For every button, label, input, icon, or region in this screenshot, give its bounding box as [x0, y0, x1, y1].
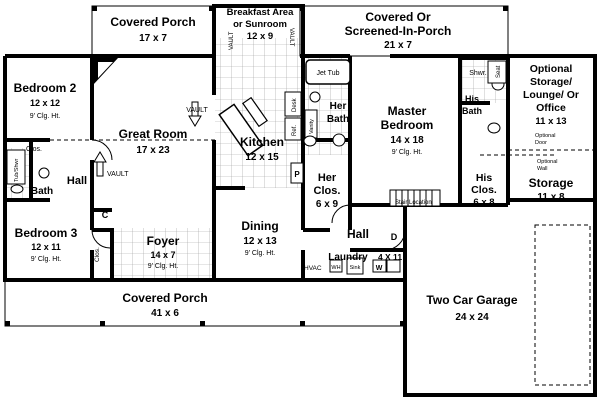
stair-location-label: Stair Location [395, 200, 432, 206]
covered-porch-top-dim: 17 x 7 [139, 33, 167, 44]
dining-name: Dining [241, 219, 278, 233]
bedroom3-dim: 12 x 11 [31, 242, 61, 252]
her-clos-name-line2: Clos. [314, 185, 341, 197]
his-bath-name-line2: Bath [462, 106, 482, 116]
optional-storage-line3: Lounge/ Or [523, 89, 579, 101]
his-clos-name-line2: Clos. [471, 184, 497, 196]
storage-name: Storage [529, 176, 574, 190]
master-bedroom-name-line2: Bedroom [381, 118, 434, 132]
laundry-dim: 4 X 11 [378, 252, 402, 262]
her-clos-name-line1: Her [318, 172, 337, 184]
kitchen-dim: 12 x 15 [245, 152, 279, 163]
great-room-name: Great Room [119, 127, 188, 141]
breakfast-vault-right: VAULT [288, 28, 294, 47]
foyer-name: Foyer [147, 234, 180, 248]
optional-storage-line2: Storage/ [530, 76, 572, 88]
linen-closet-label: C [102, 210, 109, 220]
garage-dim: 24 x 24 [455, 312, 489, 323]
seat-label: Seat [496, 65, 502, 78]
optional-storage-line4: Office [536, 102, 566, 114]
dryer-label: D [391, 232, 398, 242]
clos-left-label: Clos. [26, 146, 42, 153]
foyer-tile-floor [112, 228, 214, 278]
optional-door-line1: Optional [535, 133, 556, 139]
optional-storage-dim: 11 x 13 [535, 116, 566, 127]
his-bath-name-line1: His [465, 94, 479, 104]
master-bedroom-dim: 14 x 18 [390, 135, 424, 146]
dining-ceiling: 9' Clg. Ht. [245, 250, 276, 257]
covered-porch-bottom-dim: 41 x 6 [151, 308, 179, 319]
great-room-vault-lower: VAULT [107, 171, 129, 178]
bedroom2-dim: 12 x 12 [30, 98, 60, 108]
sink-label: Sink [350, 265, 361, 271]
great-room-dim: 17 x 23 [136, 145, 170, 156]
her-bath-name-line2: Bath [327, 114, 349, 125]
optional-wall-line2: Wall [537, 166, 548, 172]
kitchen-ref-label: Ref. [292, 125, 298, 136]
hall-center-name: Hall [347, 227, 369, 241]
covered-porch-top-name: Covered Porch [110, 15, 195, 29]
bedroom3-name: Bedroom 3 [15, 226, 78, 240]
optional-door-line2: Door [535, 140, 547, 146]
tub-shwr-label: Tub/Shwr [14, 158, 20, 182]
laundry-name: Laundry [328, 252, 368, 263]
hvac-label: HVAC [304, 265, 322, 272]
his-clos-dim: 6 x 8 [473, 197, 494, 208]
kitchen-pantry-label: P [294, 170, 300, 179]
garage-name: Two Car Garage [426, 293, 517, 307]
optional-storage-line1: Optional [530, 63, 573, 75]
screened-porch-dim: 21 x 7 [384, 40, 412, 51]
bedroom2-name: Bedroom 2 [14, 81, 77, 95]
screened-porch-name-line1: Covered Or [365, 10, 431, 24]
bath-name: Bath [31, 186, 53, 197]
shwr-label: Shwr. [469, 70, 487, 77]
kitchen-name: Kitchen [240, 135, 284, 149]
hall-left-name: Hall [67, 175, 87, 187]
storage-dim: 11 x 8 [537, 192, 565, 203]
his-clos-name-line1: His [476, 172, 493, 184]
optional-wall-line1: Optional [537, 159, 558, 165]
breakfast-dim: 12 x 9 [247, 31, 273, 42]
bedroom3-clos-label: Clos. [94, 247, 101, 262]
foyer-ceiling: 9' Clg. Ht. [148, 263, 179, 270]
her-bath-name-line1: Her [330, 101, 347, 112]
washer-label: W [376, 265, 383, 272]
vanity-label: Vanity [309, 119, 315, 134]
great-room-vault-upper: VAULT [186, 107, 208, 114]
her-clos-dim: 6 x 9 [316, 199, 339, 210]
master-bedroom-ceiling: 9' Clg. Ht. [392, 149, 423, 156]
foyer-dim: 14 x 7 [150, 250, 175, 260]
bedroom2-ceiling: 9' Clg. Ht. [30, 113, 61, 120]
dining-dim: 12 x 13 [243, 236, 277, 247]
fixtures [6, 58, 507, 275]
breakfast-name-line2: or Sunroom [233, 19, 287, 30]
master-bedroom-name-line1: Master [388, 104, 427, 118]
dashed-guides [50, 6, 595, 386]
breakfast-vault-left: VAULT [229, 31, 235, 50]
breakfast-name-line1: Breakfast Area [227, 7, 294, 18]
kitchen-desk-label: Desk [292, 97, 298, 112]
bedroom3-ceiling: 9' Clg. Ht. [31, 256, 62, 263]
screened-porch-name-line2: Screened-In-Porch [345, 24, 452, 38]
jet-tub-label: Jet Tub [317, 70, 340, 77]
covered-porch-bottom-name: Covered Porch [122, 291, 207, 305]
wh-label: WH [331, 265, 340, 271]
